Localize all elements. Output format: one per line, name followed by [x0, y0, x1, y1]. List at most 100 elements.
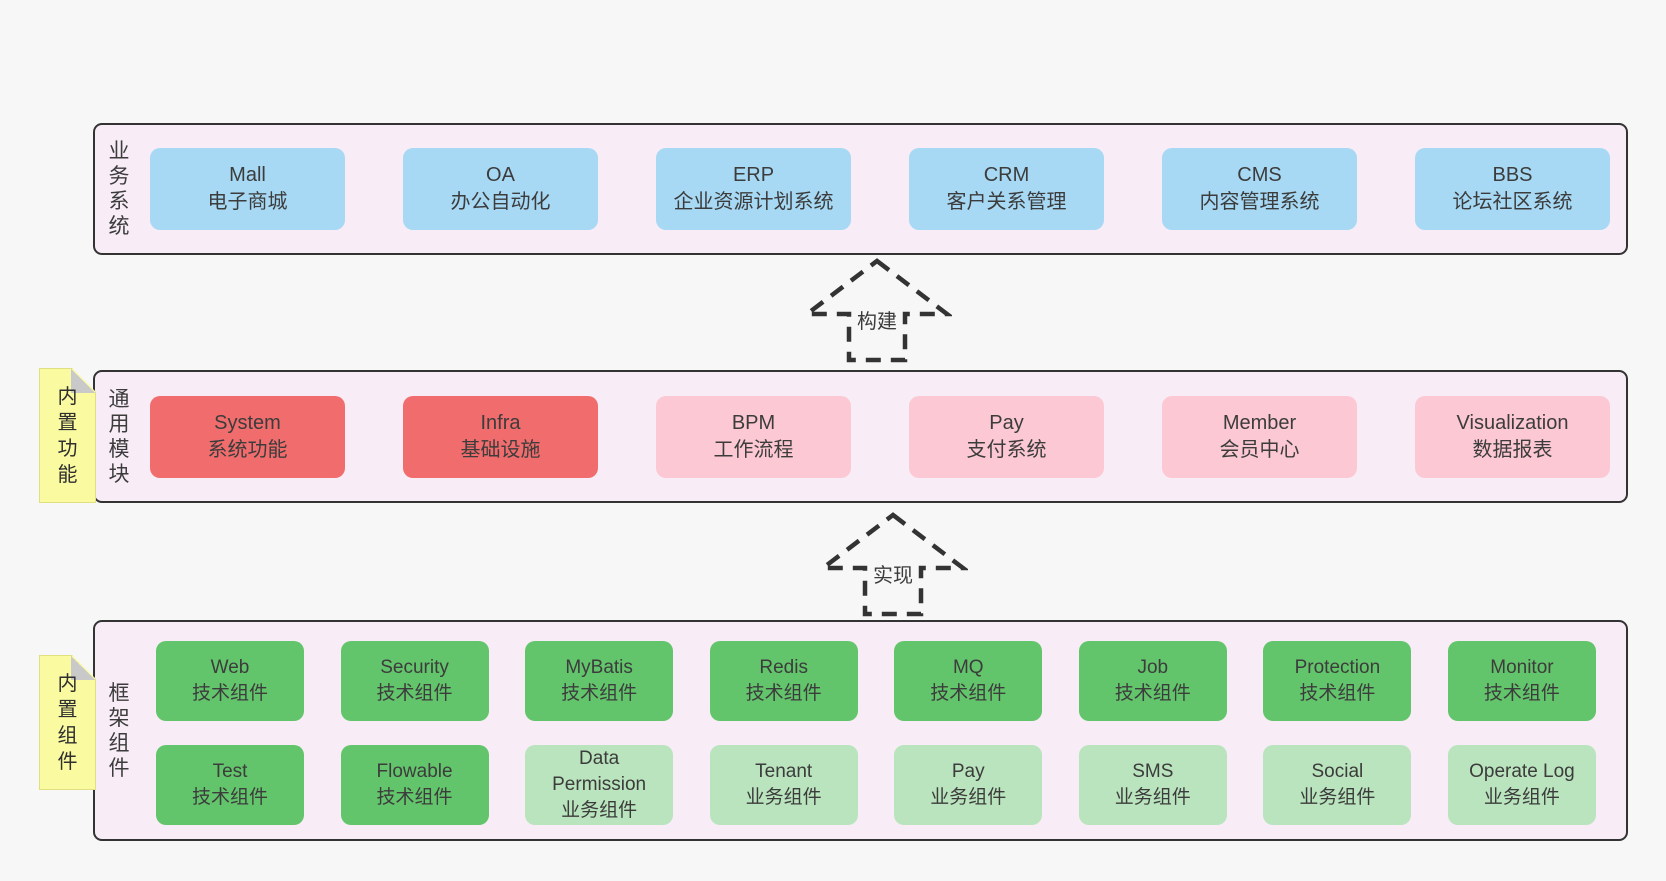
component-box-social: Social 业务组件	[1263, 745, 1412, 825]
box-name: System	[214, 411, 281, 434]
box-subtitle: 办公自动化	[450, 191, 551, 213]
box-subtitle: 企业资源计划系统	[673, 191, 834, 213]
system-box-bbs: BBS 论坛社区系统	[1415, 148, 1610, 230]
box-subtitle: 工作流程	[713, 438, 794, 461]
box-subtitle: 业务组件	[1114, 787, 1191, 808]
system-box-cms: CMS 内容管理系统	[1162, 148, 1357, 230]
box-name: Visualization	[1456, 411, 1569, 434]
box-name: CMS	[1237, 164, 1282, 186]
component-box-data-permission: Data Permission 业务组件	[525, 745, 674, 825]
band-title-framework-components: 框架组件	[108, 681, 130, 780]
system-box-crm: CRM 客户关系管理	[909, 148, 1104, 230]
band-framework-components: 框架组件 Web 技术组件 Security 技术组件 MyBatis 技术组件…	[93, 620, 1628, 841]
component-box-tenant: Tenant 业务组件	[709, 745, 858, 825]
box-subtitle: 技术组件	[745, 683, 822, 704]
up-arrow-icon	[818, 512, 968, 617]
box-subtitle: 业务组件	[1483, 787, 1560, 808]
component-box-flowable: Flowable 技术组件	[340, 745, 489, 825]
component-box-test: Test 技术组件	[156, 745, 304, 825]
sticky-builtin-components: 内置组件	[39, 655, 96, 790]
box-name: Data Permission	[552, 748, 647, 795]
box-name: OA	[486, 164, 515, 186]
box-name: Flowable	[376, 761, 453, 782]
box-subtitle: 技术组件	[1114, 683, 1191, 704]
component-box-mq: MQ 技术组件	[894, 641, 1043, 721]
component-box-operate-log: Operate Log 业务组件	[1447, 745, 1596, 825]
module-box-member: Member 会员中心	[1162, 395, 1357, 478]
box-name: CRM	[983, 164, 1030, 186]
component-box-security: Security 技术组件	[340, 641, 489, 721]
component-box-job: Job 技术组件	[1078, 641, 1227, 721]
up-arrow-icon	[802, 258, 952, 363]
arrow-implement: 实现	[818, 512, 968, 617]
box-subtitle: 业务组件	[1299, 787, 1376, 808]
box-subtitle: 技术组件	[376, 683, 453, 704]
sticky-builtin-features-label: 内置功能	[57, 385, 78, 486]
box-subtitle: 技术组件	[561, 683, 638, 704]
band-common-modules: 通用模块 System 系统功能 Infra 基础设施 BPM 工作流程 Pay…	[93, 370, 1628, 503]
system-box-oa: OA 办公自动化	[403, 148, 598, 230]
box-subtitle: 技术组件	[1299, 683, 1376, 704]
common-modules-row: System 系统功能 Infra 基础设施 BPM 工作流程 Pay 支付系统…	[150, 395, 1610, 478]
box-name: Member	[1222, 411, 1297, 434]
box-subtitle: 内容管理系统	[1199, 191, 1320, 213]
sticky-builtin-features: 内置功能	[39, 368, 96, 503]
framework-components-row-1: Web 技术组件 Security 技术组件 MyBatis 技术组件 Redi…	[156, 641, 1596, 721]
module-box-infra: Infra 基础设施	[403, 395, 598, 478]
box-subtitle: 论坛社区系统	[1452, 191, 1573, 213]
module-box-visualization: Visualization 数据报表	[1415, 395, 1610, 478]
box-name: MQ	[952, 657, 984, 678]
arrow-build: 构建	[802, 258, 952, 363]
component-box-mybatis: MyBatis 技术组件	[525, 641, 674, 721]
component-box-redis: Redis 技术组件	[709, 641, 858, 721]
box-name: Operate Log	[1469, 761, 1575, 782]
box-subtitle: 技术组件	[191, 683, 268, 704]
box-subtitle: 技术组件	[376, 787, 453, 808]
box-subtitle: 技术组件	[191, 787, 268, 808]
box-subtitle: 基础设施	[460, 438, 541, 461]
box-name: Web	[210, 657, 250, 678]
box-name: Tenant	[755, 761, 813, 782]
arrow-build-label: 构建	[854, 310, 900, 334]
box-name: BBS	[1492, 164, 1533, 186]
band-title-business-systems: 业务系统	[108, 140, 130, 238]
box-subtitle: 系统功能	[207, 438, 288, 461]
box-subtitle: 会员中心	[1219, 438, 1300, 461]
box-name: Mall	[229, 164, 266, 186]
box-name: Security	[380, 657, 449, 678]
box-subtitle: 客户关系管理	[946, 191, 1067, 213]
box-subtitle: 业务组件	[561, 800, 638, 821]
box-name: Job	[1137, 657, 1169, 678]
band-title-common-modules: 通用模块	[108, 387, 130, 486]
component-box-web: Web 技术组件	[156, 641, 304, 721]
box-subtitle: 业务组件	[930, 787, 1007, 808]
component-box-pay: Pay 业务组件	[894, 745, 1043, 825]
box-name: Social	[1311, 761, 1364, 782]
box-subtitle: 电子商城	[207, 191, 288, 213]
band-business-systems: 业务系统 Mall 电子商城 OA 办公自动化 ERP 企业资源计划系统 CRM…	[93, 123, 1628, 255]
module-box-pay: Pay 支付系统	[909, 395, 1104, 478]
box-name: SMS	[1132, 761, 1174, 782]
box-name: Redis	[759, 657, 808, 678]
box-name: Monitor	[1490, 657, 1554, 678]
arrow-implement-label: 实现	[870, 564, 916, 588]
box-name: Test	[212, 761, 248, 782]
system-box-erp: ERP 企业资源计划系统	[656, 148, 851, 230]
framework-components-row-2: Test 技术组件 Flowable 技术组件 Data Permission …	[156, 745, 1596, 825]
sticky-builtin-components-label: 内置组件	[57, 672, 78, 773]
box-name: ERP	[732, 164, 775, 186]
box-subtitle: 技术组件	[930, 683, 1007, 704]
component-box-protection: Protection 技术组件	[1263, 641, 1412, 721]
business-systems-row: Mall 电子商城 OA 办公自动化 ERP 企业资源计划系统 CRM 客户关系…	[150, 148, 1610, 230]
box-name: Pay	[989, 411, 1024, 434]
box-name: BPM	[731, 411, 776, 434]
box-name: Pay	[951, 761, 985, 782]
box-name: MyBatis	[565, 657, 633, 678]
module-box-bpm: BPM 工作流程	[656, 395, 851, 478]
system-box-mall: Mall 电子商城	[150, 148, 345, 230]
box-subtitle: 技术组件	[1483, 683, 1560, 704]
box-name: Protection	[1294, 657, 1381, 678]
box-subtitle: 业务组件	[745, 787, 822, 808]
box-name: Infra	[480, 411, 521, 434]
